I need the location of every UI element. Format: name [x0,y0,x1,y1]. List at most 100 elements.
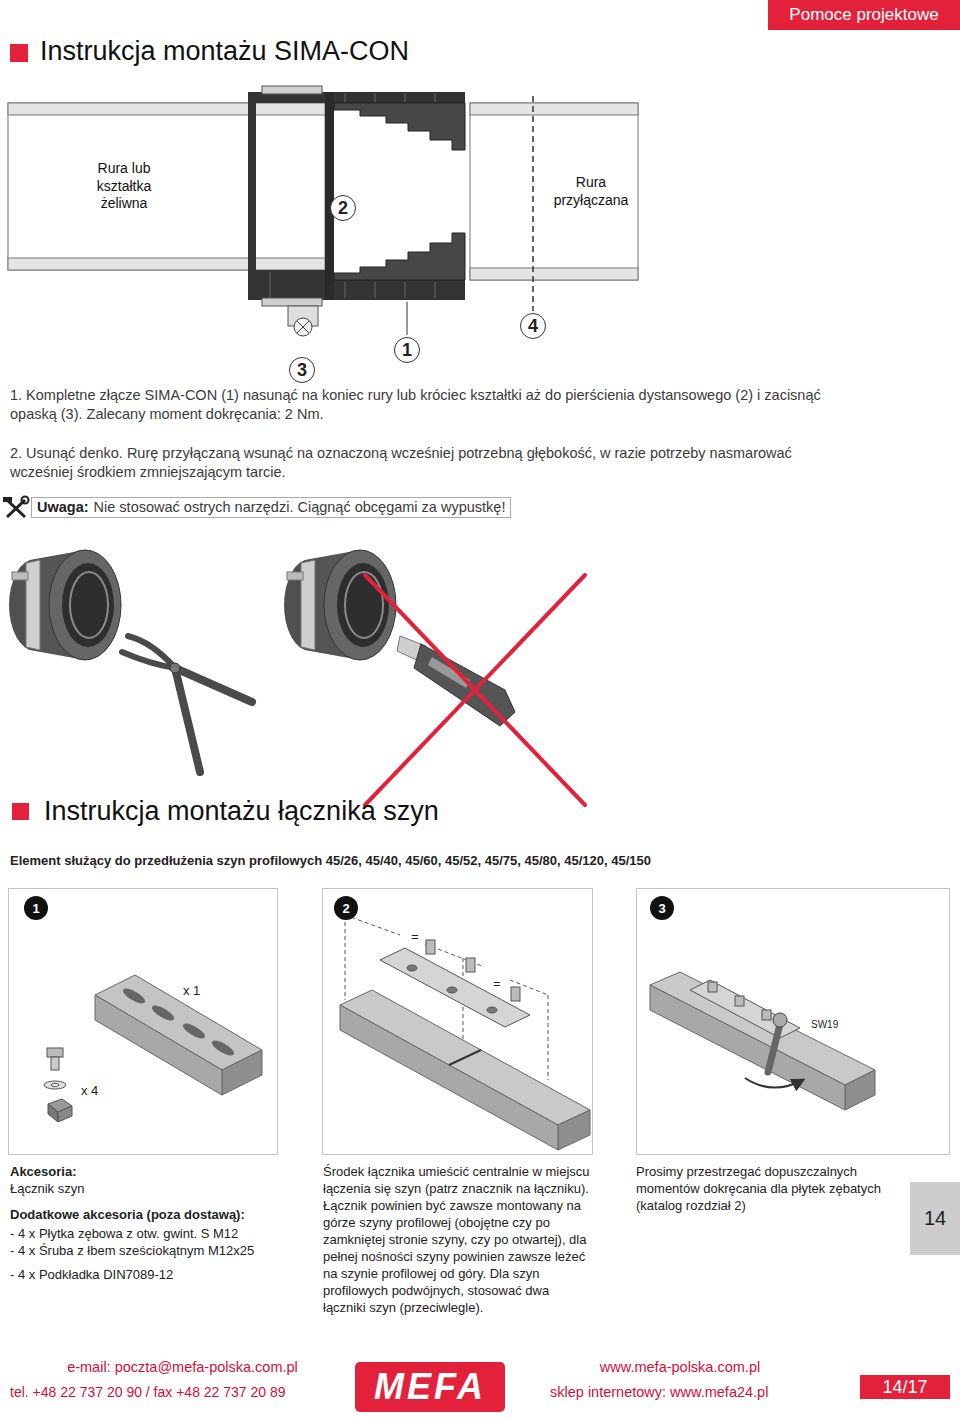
rail-connector [182,1021,207,1040]
rail-connector [447,987,457,993]
instruction-step: 1. Kompletne złącze SIMA-CON (1) nasunąć… [10,386,840,424]
callout-number: 3 [289,357,315,383]
page-title: Instrukcja montażu SIMA-CON [40,36,409,67]
coupling-photo [287,572,303,580]
callout-number: 1 [394,337,420,363]
dimension-line [345,915,400,935]
profile-rail [340,990,590,1150]
coupling-section [248,92,256,300]
rail-connector [735,996,744,1006]
rail-connector [95,975,262,1095]
profile-rail [340,990,590,1125]
coupling-section [256,270,325,300]
wrench [745,1078,803,1088]
tool-icon [3,497,12,502]
step-number: 3 [650,896,674,920]
callout-number: 4 [520,313,546,339]
coupling-section [334,233,465,280]
step-panel-text: = [411,929,419,944]
clamp-band [297,321,309,333]
coupling-section [375,282,376,298]
page-number: 14/17 [860,1375,950,1399]
connected-pipe [470,103,638,280]
step-number-text: 2 [342,901,349,916]
coupling-section [334,103,465,150]
prohibition-cross [365,575,585,805]
rail-connector [380,948,530,1027]
rail-connector [690,980,800,1038]
callout-number-text: 4 [528,316,538,337]
insertion-mark [533,96,534,311]
list-heading: Dodatkowe akcesoria (poza dostawą): [10,1206,282,1223]
prohibition-cross [365,575,585,805]
footer-link: sklep internetowy: www.mefa24.pl [550,1384,768,1401]
pliers [122,652,175,668]
cast-pipe [8,258,325,270]
dimension-line [345,915,346,1000]
body-text: Prosimy przestrzegać dopuszczalnych mome… [636,1163,898,1214]
warning-label: Uwaga: [37,499,89,516]
wrench [768,1024,780,1072]
pipe-section-text: Rura lub kształtka żeliwna [74,160,174,213]
section-heading: Instrukcja montażu łącznika szyn [44,796,439,827]
warning-text: Nie stosować ostrych narzędzi. Ciągnąć o… [94,499,506,516]
clamp-band [262,298,322,306]
warning-box: Uwaga: Nie stosować ostrych narzędzi. Cią… [31,497,511,518]
coupling-section [405,282,406,298]
rail-connector [708,982,717,992]
coupling-photo [49,550,121,660]
rail-connector [222,1050,262,1095]
coupling-section [435,282,436,298]
clamp-band [294,318,312,336]
list-item: - 4 x Śruba z łbem sześciokątnym M12x25 [10,1242,255,1259]
coupling-section [270,272,271,298]
profile-rail [558,1110,590,1150]
heading-bullet [10,44,28,62]
bolt-set [511,987,520,1001]
leader-line [407,302,408,335]
coupling-photo [70,572,108,638]
brand-logo: MEFA [355,1362,505,1412]
coupling-section [325,92,334,300]
section-subtitle: Element służący do przedłużenia szyn pro… [10,852,930,869]
chapter-tab-text: 14 [924,1207,946,1230]
coupling-section [345,93,346,102]
rail-connector [122,986,147,1005]
rail-connector [95,995,222,1095]
callout-number-text: 2 [338,198,348,219]
step-panel-text: = [493,976,501,991]
connected-pipe [470,268,638,280]
bolt-set [426,940,520,1001]
list-item: - 4 x Podkładka DIN7089-12 [10,1266,282,1283]
pipe-section-text: Rura przyłączana [545,174,637,209]
rail-connector [407,965,417,971]
connected-pipe [470,103,638,115]
coupling-section [334,92,465,103]
coupling-section [334,280,465,300]
wrench [745,1013,803,1088]
chapter-tab: 14 [910,1182,960,1255]
bolt-set [51,1057,59,1070]
cast-pipe [8,103,325,270]
pipe-section: Rura lub kształtka żeliwna [8,115,240,258]
profile-rail [449,1050,481,1065]
leader-line [407,302,408,335]
profile-rail [650,972,875,1110]
profile-rail [340,1005,558,1150]
page-number-text: 14/17 [882,1377,927,1398]
step-panel: SW193 [636,888,950,1155]
wrench [773,1013,787,1027]
bolt-set [44,1048,72,1122]
bolt-set [466,958,475,972]
step-panel-text: x 4 [81,1083,98,1098]
accessory-list: Akcesoria:Łącznik szynDodatkowe akcesori… [10,1163,282,1283]
profile-rail [845,1070,875,1110]
prohibition-cross [365,575,585,805]
step-panel-text: x 1 [183,983,200,998]
insertion-mark [532,96,534,311]
rail-connector [487,1007,497,1013]
list-item: Łącznik szyn [10,1180,282,1197]
coupling-photo [12,572,28,580]
callout-number: 2 [330,195,356,221]
